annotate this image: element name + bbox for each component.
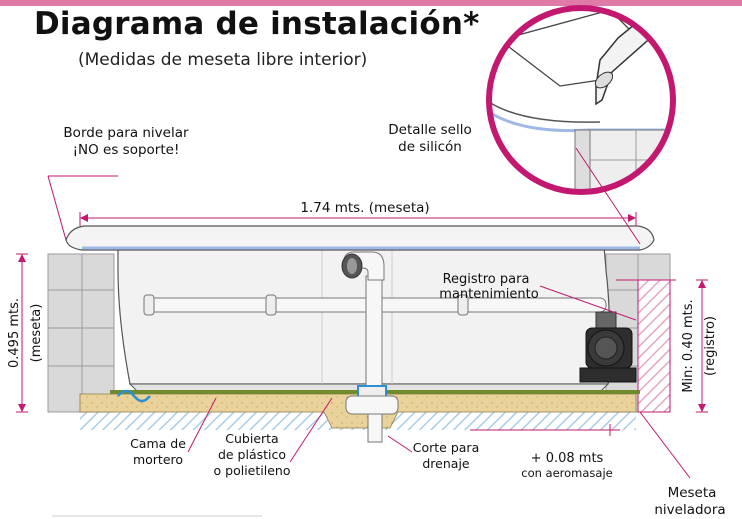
top-accent-bar bbox=[0, 0, 742, 6]
drain-pipe bbox=[341, 251, 399, 443]
bathtub-rim bbox=[65, 225, 655, 251]
meseta-niveladora-block bbox=[637, 279, 671, 413]
left-tile-wall bbox=[47, 253, 115, 413]
label-plus-line1: + 0.08 mts bbox=[531, 451, 604, 466]
label-height-registro-line1: Min: 0.40 mts. bbox=[681, 299, 696, 392]
silicone-detail-callout bbox=[486, 5, 676, 195]
label-detalle-line1: Detalle sello bbox=[388, 122, 471, 138]
overflow-wave bbox=[117, 389, 151, 403]
label-cubierta-line1: Cubierta bbox=[225, 431, 278, 446]
label-detalle-line2: de silicón bbox=[398, 139, 462, 155]
label-cama-line2: mortero bbox=[133, 452, 183, 467]
label-corte-line2: drenaje bbox=[422, 456, 470, 471]
dimension-arrows bbox=[18, 214, 706, 412]
label-meseta-niveladora-line1: Meseta bbox=[668, 485, 717, 501]
label-height-meseta-line2: (meseta) bbox=[29, 304, 44, 363]
label-registro-line1: Registro para bbox=[443, 272, 530, 287]
label-cubierta-line3: o polietileno bbox=[214, 463, 291, 478]
label-meseta-width: 1.74 mts. (meseta) bbox=[300, 200, 429, 216]
diagram-subtitle: (Medidas de meseta libre interior) bbox=[78, 50, 368, 70]
label-borde-line1: Borde para nivelar bbox=[63, 125, 189, 141]
label-borde-line2: ¡NO es soporte! bbox=[73, 142, 180, 158]
label-height-registro-line2: (registro) bbox=[703, 316, 718, 376]
label-cama-line1: Cama de bbox=[130, 436, 186, 451]
whirlpool-pump bbox=[579, 311, 637, 383]
label-registro-line2: mantenimiento bbox=[439, 287, 538, 302]
label-corte-line1: Corte para bbox=[413, 440, 479, 455]
label-height-meseta-line1: 0.495 mts. bbox=[7, 298, 22, 368]
label-cubierta-line2: de plástico bbox=[218, 447, 286, 462]
silicone-gun-nozzle bbox=[595, 19, 657, 106]
label-plus-line2: con aeromasaje bbox=[521, 466, 613, 480]
diagram-title: Diagrama de instalación* bbox=[34, 6, 480, 42]
label-meseta-niveladora-line2: niveladora bbox=[654, 502, 725, 518]
